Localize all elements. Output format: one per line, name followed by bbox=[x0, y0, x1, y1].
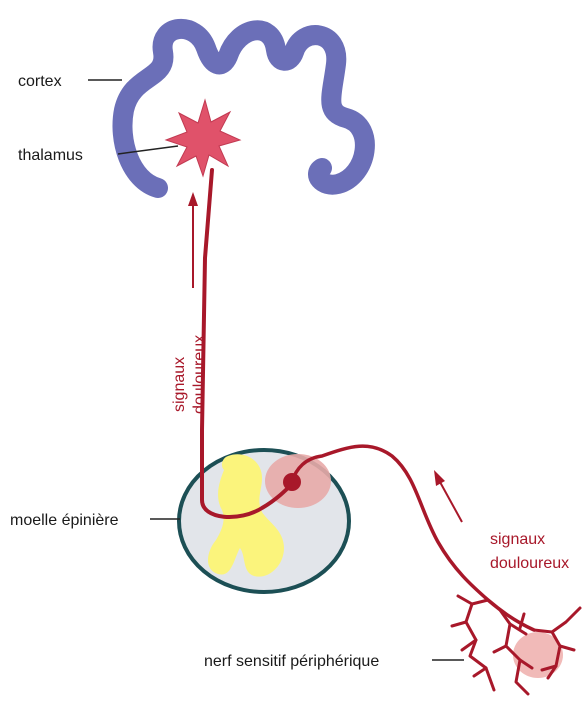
thalamus-star bbox=[166, 100, 240, 176]
vertical-signals-label-1: signaux bbox=[171, 357, 188, 412]
peripheral-nerve-label: nerf sensitif périphérique bbox=[204, 653, 379, 670]
thalamus-label: thalamus bbox=[18, 147, 83, 164]
vertical-signals-label-2: douloureux bbox=[191, 335, 208, 414]
right-signals-label-1: signaux bbox=[490, 531, 545, 548]
right-signals-label-2: douloureux bbox=[490, 555, 569, 572]
cortex-label: cortex bbox=[18, 73, 62, 90]
peripheral-arrow bbox=[434, 470, 462, 522]
ascending-arrow bbox=[188, 192, 198, 288]
spinal-cord-label: moelle épinière bbox=[10, 512, 119, 529]
cortex-shape bbox=[122, 29, 364, 188]
